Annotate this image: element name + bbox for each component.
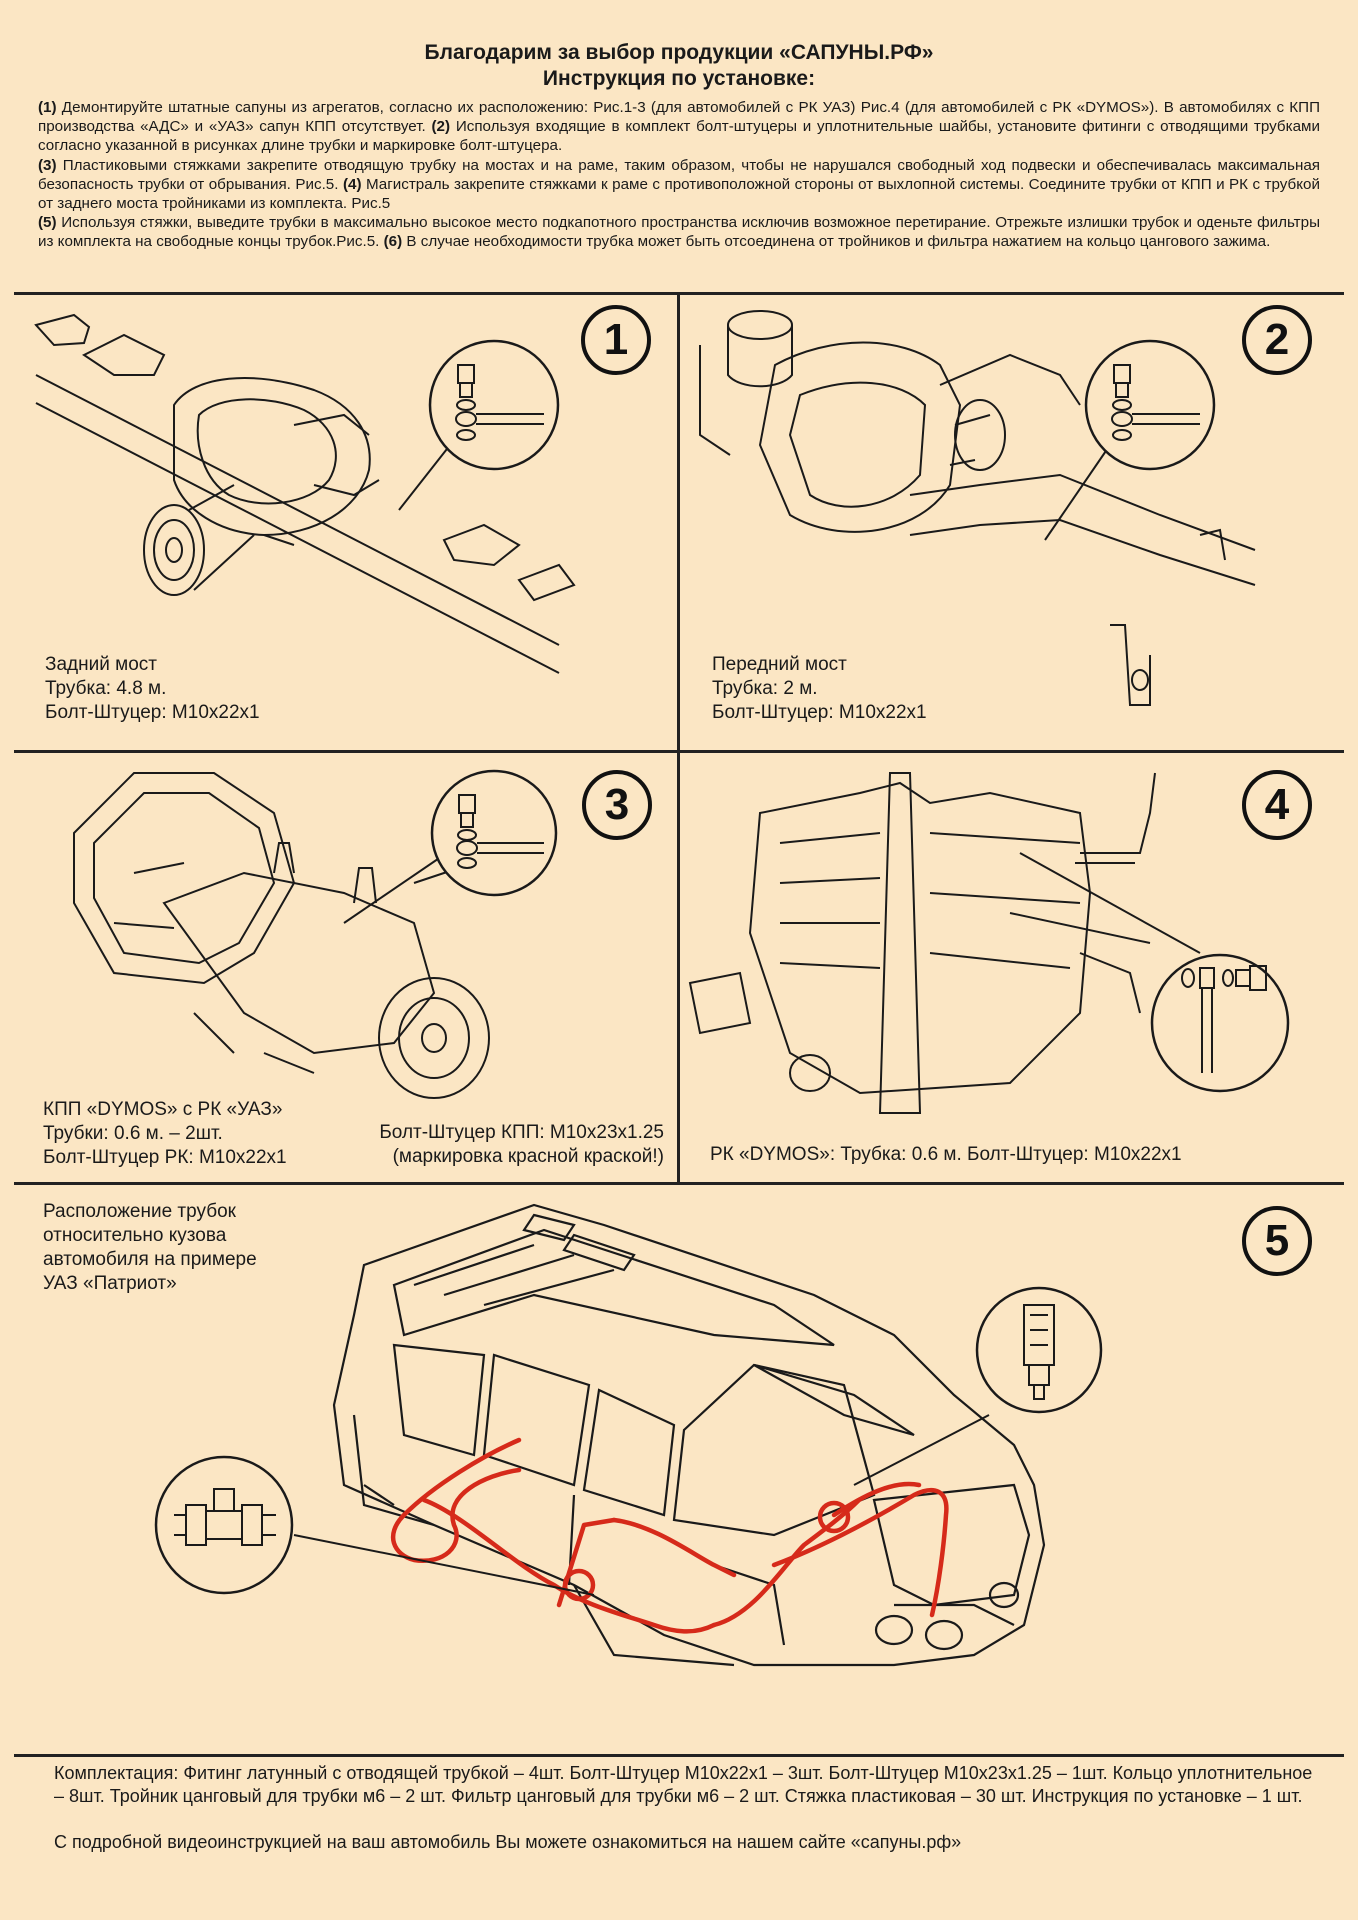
rear-axle-title: Задний мост (45, 654, 157, 675)
step-6-text: В случае необходимости трубка может быть… (402, 233, 1271, 251)
panel-suv-body: 5 Расположение трубок относительно кузов… (14, 1185, 1344, 1754)
gearbox-caption: КПП «DYMOS» с РК «УАЗ» Трубки: 0.6 м. – … (43, 1098, 287, 1170)
suv-caption-line-4: УАЗ «Патриот» (43, 1273, 177, 1294)
gearbox-drawing (73, 769, 558, 1099)
step-1-number: (1) (38, 99, 57, 116)
panel-gearbox: 3 КПП «DYMOS» с РК «УАЗ» Трубки: 0.6 м. … (14, 753, 677, 1182)
figure-number-3: 3 (582, 770, 652, 840)
instructions-header: Благодарим за выбор продукции «САПУНЫ.РФ… (38, 40, 1320, 252)
page-subtitle: Инструкция по установке: (542, 67, 816, 90)
kit-footer: Комплектация: Фитинг латунный с отводяще… (54, 1762, 1324, 1854)
panel-transfer-case: 4 РК «DYMOS»: Трубка: 0.6 м. Болт-Штуцер… (680, 753, 1344, 1182)
suv-caption-line-2: относительно кузова (43, 1225, 227, 1246)
page-title: Благодарим за выбор продукции «САПУНЫ.РФ… (424, 41, 934, 64)
step-2-number: (2) (431, 118, 451, 136)
divider-footer (14, 1754, 1344, 1757)
rear-axle-drawing (34, 313, 576, 674)
panel-front-axle: 2 Передний мост Трубка: 2 м. Болт-Штуцер… (680, 295, 1344, 750)
step-5-number: (5) (38, 214, 57, 232)
gearbox-bolt-caption: Болт-Штуцер КПП: M10x23x1.25 (маркировка… (354, 1121, 664, 1169)
gearbox-title: КПП «DYMOS» с РК «УАЗ» (43, 1099, 283, 1120)
step-4-text: Магистраль закрепите стяжками к раме с п… (38, 175, 1320, 213)
step-4-number: (4) (342, 175, 362, 193)
gearbox-transfer-bolt-spec: Болт-Штуцер РК: M10x22x1 (43, 1147, 287, 1168)
front-axle-title: Передний мост (712, 654, 847, 675)
rear-axle-tube-length: Трубка: 4.8 м. (45, 678, 167, 699)
step-2-text: Используя входящие в комплект болт-штуце… (38, 118, 1320, 155)
step-6-number: (6) (383, 233, 403, 251)
suv-caption-line-1: Расположение трубок (43, 1201, 236, 1222)
front-axle-caption: Передний мост Трубка: 2 м. Болт-Штуцер: … (712, 653, 927, 725)
panel-rear-axle: 1 Задний мост Трубка: 4.8 м. Болт-Штуцер… (14, 295, 677, 750)
rear-axle-bolt-spec: Болт-Штуцер: M10x22x1 (45, 702, 260, 723)
kit-contents: Комплектация: Фитинг латунный с отводяще… (54, 1763, 1313, 1806)
transfer-case-caption: РК «DYMOS»: Трубка: 0.6 м. Болт-Штуцер: … (710, 1144, 1182, 1165)
figure-number-2: 2 (1242, 305, 1312, 375)
front-axle-drawing (699, 310, 1256, 706)
front-axle-tube-length: Трубка: 2 м. (712, 678, 818, 699)
gearbox-bolt-marking-note: (маркировка красной краской!) (392, 1146, 664, 1167)
step-3-number: (3) (38, 156, 57, 174)
suv-body-drawing (154, 1203, 1103, 1667)
figure-number-4: 4 (1242, 770, 1312, 840)
gearbox-tube-length: Трубки: 0.6 м. – 2шт. (43, 1123, 223, 1144)
figure-number-5: 5 (1242, 1206, 1312, 1276)
figure-number-1: 1 (581, 305, 651, 375)
step-5-text: Используя стяжки, выведите трубки в макс… (38, 214, 1320, 251)
gearbox-bolt-spec: Болт-Штуцер КПП: M10x23x1.25 (379, 1122, 664, 1143)
transfer-case-drawing (688, 772, 1290, 1114)
suv-caption-line-3: автомобиля на примере (43, 1249, 257, 1270)
website-note: С подробной видеоинструкцией на ваш авто… (54, 1832, 962, 1852)
divider-vertical (677, 292, 680, 1182)
step-1-text: Демонтируйте штатные сапуны из агрегатов… (38, 99, 1320, 136)
rear-axle-caption: Задний мост Трубка: 4.8 м. Болт-Штуцер: … (45, 653, 260, 725)
instructions-text: (1) Демонтируйте штатные сапуны из агрег… (38, 98, 1320, 252)
suv-body-caption: Расположение трубок относительно кузова … (43, 1200, 257, 1296)
divider-lower (14, 1182, 1344, 1185)
front-axle-bolt-spec: Болт-Штуцер: M10x22x1 (712, 702, 927, 723)
step-3-text: Пластиковыми стяжками закрепите отводящу… (38, 156, 1320, 193)
